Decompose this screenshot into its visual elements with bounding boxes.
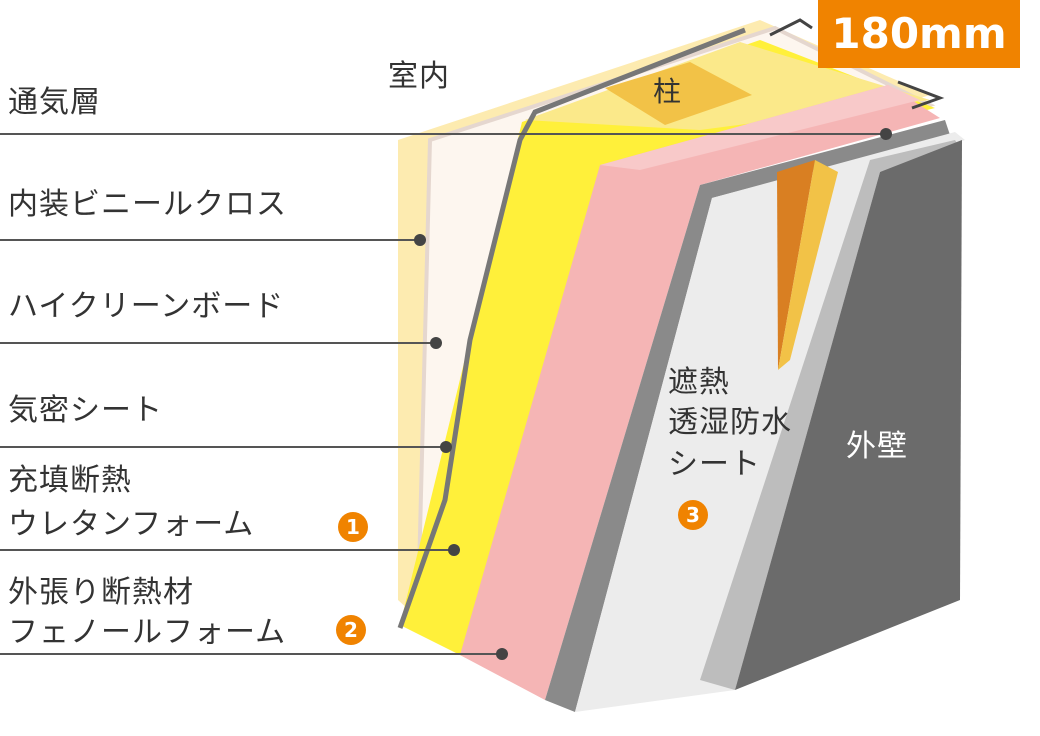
outer-wall-layer <box>735 140 962 690</box>
label-fill-insulation-2: ウレタンフォーム <box>8 507 255 542</box>
dot-ventilation <box>880 128 892 140</box>
phenol-top <box>600 85 920 170</box>
label-pillar: 柱 <box>653 75 682 108</box>
label-heat-shield-3: シート <box>668 447 761 482</box>
label-fill-insulation-1: 充填断熱 <box>8 463 132 498</box>
dot-phenol <box>496 648 508 660</box>
badge-two: 2 <box>336 615 366 645</box>
label-indoor: 室内 <box>388 59 450 94</box>
label-hyclean-board: ハイクリーンボード <box>8 289 285 324</box>
label-external-insulation-1: 外張り断熱材 <box>8 575 194 610</box>
label-heat-shield-1: 遮熱 <box>668 365 730 400</box>
label-vinyl-cloth: 内装ビニールクロス <box>8 187 287 222</box>
badge-one: 1 <box>338 512 368 542</box>
outer-wall-edge <box>700 140 960 690</box>
dimension-chevron-left <box>769 18 813 37</box>
dot-airtight <box>440 441 452 453</box>
label-outer-wall: 外壁 <box>846 429 908 464</box>
label-external-insulation-2: フェノールフォーム <box>8 615 287 650</box>
dimension-badge: 180mm <box>818 0 1020 68</box>
phenol-foam-layer <box>460 85 940 700</box>
label-heat-shield-2: 透湿防水 <box>668 405 792 440</box>
dimension-chevron-right <box>897 80 945 110</box>
label-ventilation-layer: 通気層 <box>8 85 101 120</box>
dot-vinyl <box>414 234 426 246</box>
badge-three: 3 <box>678 500 708 530</box>
heat-shield-edge <box>545 120 950 712</box>
furring-strip <box>777 160 815 370</box>
label-airtight-sheet: 気密シート <box>8 393 163 428</box>
furring-strip-side <box>778 160 838 370</box>
pillar-block <box>605 62 752 125</box>
urethane-foam-layer <box>400 40 935 660</box>
dot-urethane <box>448 544 460 556</box>
dot-hyclean <box>430 337 442 349</box>
heat-shield-layer <box>575 132 965 712</box>
airtight-sheet-line <box>397 27 746 629</box>
